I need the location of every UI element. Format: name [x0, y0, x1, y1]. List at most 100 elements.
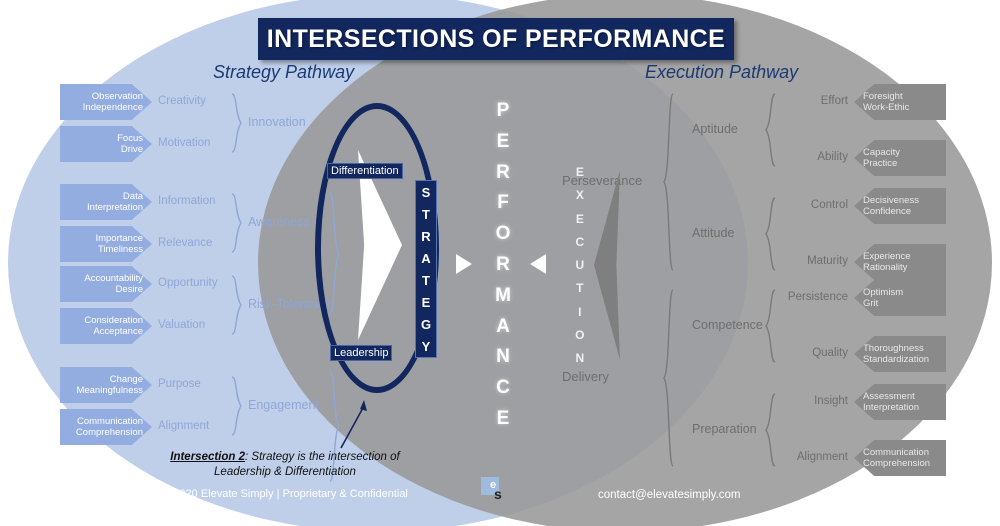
- driver-line-0: Communication: [77, 415, 143, 427]
- driver-line-1: Meaningfulness: [76, 385, 143, 396]
- group-label: Competence: [692, 318, 763, 332]
- brace-icon: [230, 376, 243, 436]
- annotation-lead: Intersection 2: [170, 451, 246, 463]
- driver-line-0: Thoroughness: [863, 342, 924, 354]
- letter-7: O: [575, 327, 585, 342]
- driver-line-0: Optimism: [863, 286, 904, 298]
- driver-line-1: Rationality: [863, 262, 908, 273]
- page-title: INTERSECTIONS OF PERFORMANCE: [258, 18, 734, 60]
- strategy-pathway-label: Strategy Pathway: [213, 62, 355, 82]
- letter-1: X: [575, 188, 585, 203]
- logo-letter-e: e: [490, 479, 497, 491]
- branch-label: Maturity: [807, 255, 848, 267]
- branch-label: Creativity: [158, 95, 206, 107]
- copyright-text: © 2020 Elevate Simply | Proprietary & Co…: [162, 488, 408, 500]
- contact-email[interactable]: contact@elevatesimply.com: [598, 489, 741, 501]
- brace-icon: [764, 93, 777, 167]
- intersection-annotation: Intersection 2: Strategy is the intersec…: [155, 450, 415, 480]
- branch-label: Persistence: [787, 291, 848, 303]
- letter-8: N: [575, 351, 585, 365]
- driver-line-1: Independence: [82, 102, 143, 113]
- driver-line-1: Standardization: [863, 354, 930, 365]
- letter-5: T: [576, 281, 584, 296]
- letter-1: T: [422, 206, 430, 222]
- brace-icon: [662, 289, 675, 467]
- driver-line-0: Consideration: [84, 314, 143, 326]
- letter-6: I: [578, 304, 582, 319]
- differentiation-label: Differentiation: [327, 163, 403, 179]
- driver-line-1: Grit: [863, 298, 879, 309]
- branch-label: Insight: [814, 395, 848, 407]
- branch-label: Alignment: [796, 451, 848, 463]
- annotation-pointer-icon: [340, 400, 367, 449]
- branch-label: Control: [810, 199, 848, 211]
- branch-label: Information: [158, 195, 216, 207]
- driver-line-1: Comprehension: [75, 427, 143, 438]
- branch-label: Valuation: [158, 319, 206, 331]
- elevate-simply-logo: e s: [481, 477, 511, 505]
- driver-line-0: Change: [109, 373, 143, 385]
- logo-square-icon: [481, 477, 499, 495]
- group-label: Risk-Tolerance: [248, 297, 331, 311]
- branch-label: Relevance: [158, 237, 213, 249]
- driver-line-1: Timeliness: [97, 244, 143, 255]
- driver-line-1: Confidence: [863, 206, 912, 217]
- driver-line-1: Interpretation: [863, 402, 919, 413]
- driver-line-1: Interpretation: [87, 202, 143, 213]
- driver-line-0: Decisiveness: [863, 194, 919, 206]
- letter-0: S: [421, 184, 431, 200]
- group-label: Awareness: [248, 215, 310, 229]
- branch-label: Motivation: [158, 137, 211, 149]
- letter-6: G: [420, 316, 432, 332]
- driver-line-0: Accountability: [84, 272, 143, 284]
- leadership-label: Leadership: [330, 345, 393, 361]
- driver-line-0: Data: [122, 190, 143, 202]
- group-label: Innovation: [248, 115, 306, 129]
- root-label: Delivery: [562, 369, 609, 384]
- root-label: Perseverance: [562, 173, 643, 188]
- brace-icon: [764, 393, 777, 467]
- driver-line-0: Experience: [863, 250, 911, 262]
- driver-line-1: Acceptance: [93, 326, 143, 337]
- branch-label: Quality: [812, 347, 848, 359]
- page-title-text: INTERSECTIONS OF PERFORMANCE: [266, 24, 726, 53]
- group-label: Engagement: [248, 398, 319, 412]
- letter-7: Y: [421, 338, 431, 354]
- letter-4: U: [575, 258, 585, 272]
- brace-icon: [764, 197, 777, 271]
- letter-5: E: [421, 294, 431, 310]
- brace-icon: [662, 93, 675, 271]
- driver-line-1: Drive: [120, 144, 143, 155]
- branch-label: Effort: [820, 95, 848, 107]
- brace-icon: [764, 289, 777, 363]
- brace-icon: [328, 370, 341, 482]
- driver-line-1: Comprehension: [863, 458, 931, 469]
- branch-label: Opportunity: [158, 277, 218, 289]
- driver-line-0: Observation: [91, 90, 143, 102]
- branch-label: Ability: [817, 151, 848, 163]
- brace-icon: [230, 93, 243, 153]
- driver-line-0: Focus: [117, 132, 143, 144]
- letter-4: T: [422, 272, 430, 288]
- brace-icon: [230, 193, 243, 253]
- group-label: Aptitude: [692, 122, 738, 136]
- driver-line-1: Desire: [115, 284, 143, 295]
- driver-line-0: Assessment: [863, 390, 915, 402]
- letter-2: R: [421, 228, 431, 244]
- brace-icon: [230, 275, 243, 335]
